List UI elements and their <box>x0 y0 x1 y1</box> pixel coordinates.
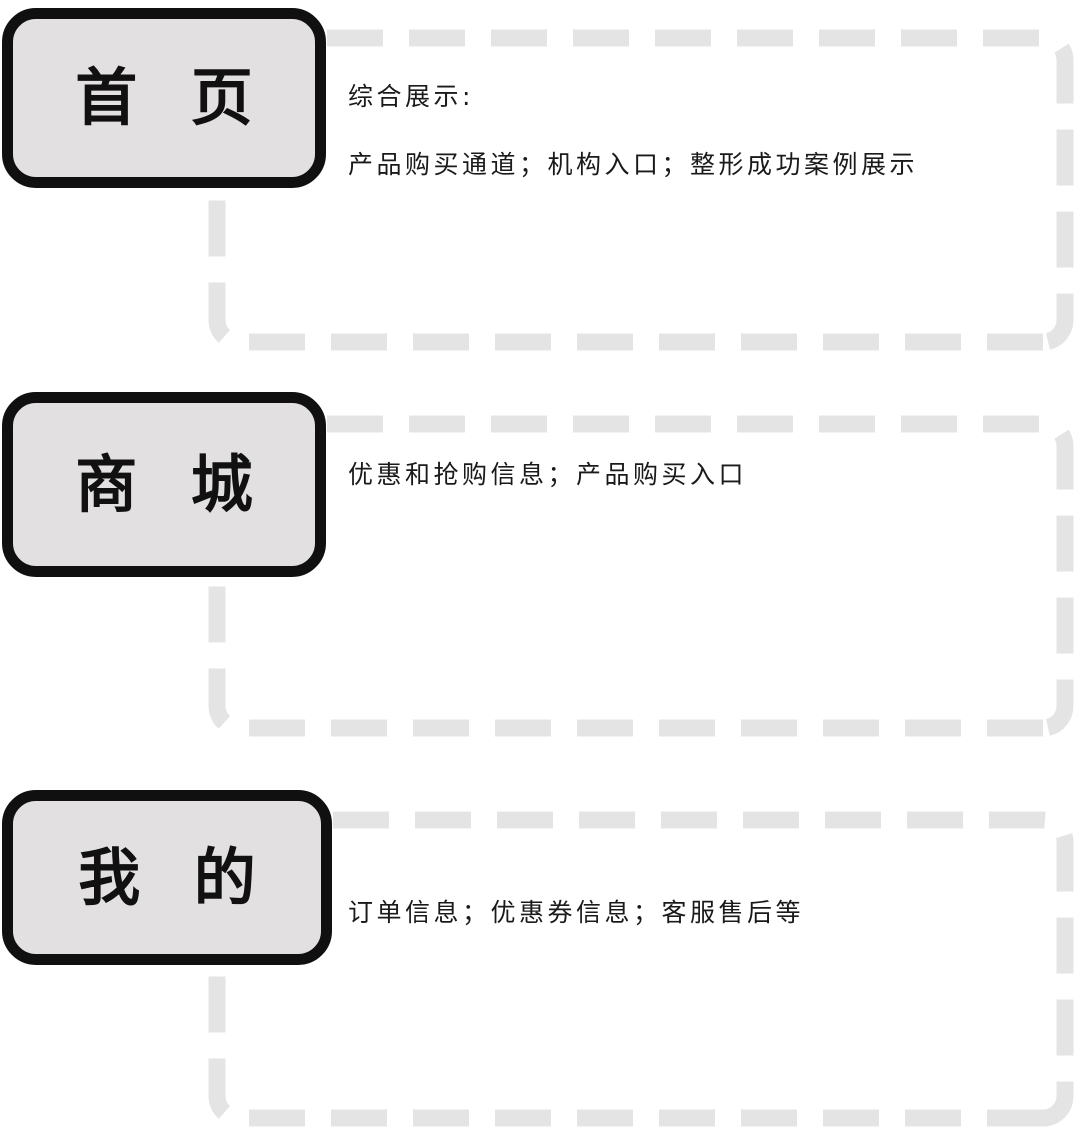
node-card-home[interactable]: 首 页 <box>2 8 326 188</box>
connector-path-mall-bottom <box>208 583 1043 737</box>
connector-path-mine-bottom <box>208 971 1043 1127</box>
node-description-mine: 订单信息；优惠券信息；客服售后等 <box>348 898 805 927</box>
node-card-mall[interactable]: 商 城 <box>2 392 326 577</box>
description-line: 综合展示: <box>348 82 474 111</box>
node-card-label-mine: 我 的 <box>78 840 272 914</box>
connector-path-home-top <box>327 29 1074 351</box>
node-card-label-mall: 商 城 <box>75 447 269 521</box>
node-description-mall: 优惠和抢购信息；产品购买入口 <box>348 460 748 489</box>
connector-path-home-bottom <box>208 194 1043 351</box>
node-description-home: 综合展示: 产品购买通道；机构入口；整形成功案例展示 <box>348 82 919 180</box>
node-card-label-home: 首 页 <box>75 61 269 134</box>
description-line: 优惠和抢购信息；产品购买入口 <box>348 460 748 489</box>
description-line: 订单信息；优惠券信息；客服售后等 <box>348 898 805 927</box>
connector-path-mine-top <box>333 811 1074 1127</box>
connector-path-mall-top <box>327 415 1074 737</box>
description-line: 产品购买通道；机构入口；整形成功案例展示 <box>348 150 919 180</box>
node-card-mine[interactable]: 我 的 <box>2 790 332 965</box>
